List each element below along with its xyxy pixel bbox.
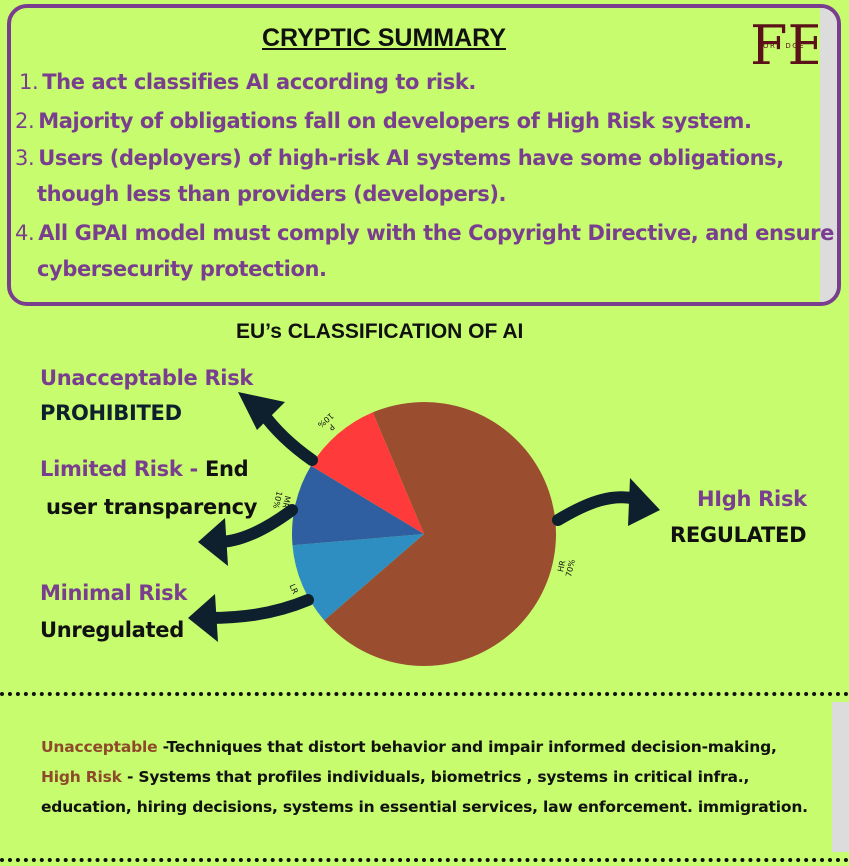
pie-label-hr: HR70% [555,556,577,578]
summary-item-text: The act classifies AI according to risk. [42,70,476,94]
summary-item-text: Users (deployers) of high-risk AI system… [38,146,784,170]
summary-item-number: 4. [15,221,35,245]
summary-item-number: 2. [15,109,35,133]
unacceptable-risk-label: Unacceptable Risk [40,366,254,390]
high-risk-label: HIgh Risk [697,487,807,511]
risk-pie-chart: HR70% LR MR10% P10% [188,392,660,666]
summary-item-3: 3.Users (deployers) of high-risk AI syst… [15,146,784,170]
prohibited-label: PROHIBITED [40,401,182,425]
definition-unacceptable: Unacceptable -Techniques that distort be… [41,738,777,756]
fortedge-logo: FE ORT DGE [750,16,818,70]
definitions-scrollbar[interactable] [832,702,849,852]
summary-item-number: 1. [19,70,39,94]
pie-slices [291,402,557,666]
summary-item-text: All GPAI model must comply with the Copy… [38,221,834,245]
summary-box [7,4,841,306]
arrowhead-minimal [188,594,218,642]
summary-item-1: 1.The act classifies AI according to ris… [19,70,476,94]
pie-label-lr: LR [288,583,300,596]
summary-item-2: 2.Majority of obligations fall on develo… [15,109,752,133]
summary-item-4-line-2: cybersecurity protection. [37,257,327,281]
pie-slice-p [311,412,424,534]
summary-item-4: 4.All GPAI model must comply with the Co… [15,221,834,245]
arrowhead-limited [198,518,228,566]
minimal-risk-label: Minimal Risk [40,581,188,605]
pie-label-mr: MR10% [271,490,293,512]
classification-title: EU’s CLASSIFICATION OF AI [236,320,524,343]
definition-text: -Techniques that distort behavior and im… [157,738,777,756]
limited-risk-text: Limited Risk - [40,457,205,481]
pie-slice-mr [291,465,424,546]
arrow-to-high [552,491,646,526]
divider-bottom [0,858,849,862]
arrow-to-minimal [202,594,314,624]
summary-item-3-line-2: though less than providers (developers). [37,182,507,206]
limited-risk-end-text: End [204,457,249,481]
summary-item-number: 3. [15,146,35,170]
definition-high-risk-line-2: education, hiring decisions, systems in … [41,798,808,816]
pie-label-p: P10% [316,411,342,437]
regulated-label: REGULATED [670,523,807,547]
arrow-heads [188,392,660,642]
summary-scrollbar[interactable] [820,8,837,302]
unregulated-label: Unregulated [40,618,184,642]
definition-term: Unacceptable [41,738,158,756]
arrowhead-unacceptable [238,392,285,430]
summary-title: CRYPTIC SUMMARY [262,24,506,52]
logo-main-text: FE [750,16,818,70]
arrow-to-unacceptable [256,406,318,466]
user-transparency-label: user transparency [46,495,258,519]
logo-sub-text: ORT DGE [763,42,805,50]
definition-term: High Risk [41,768,122,786]
pie-slice-lr [292,534,424,621]
divider-top [0,692,849,696]
arrowhead-high [628,478,660,526]
limited-risk-label: Limited Risk - End [40,457,249,481]
definition-text: - Systems that profiles individuals, bio… [121,768,750,786]
definition-high-risk: High Risk - Systems that profiles indivi… [41,768,749,786]
pie-slice-hr [324,402,557,666]
summary-item-text: Majority of obligations fall on develope… [38,109,752,133]
